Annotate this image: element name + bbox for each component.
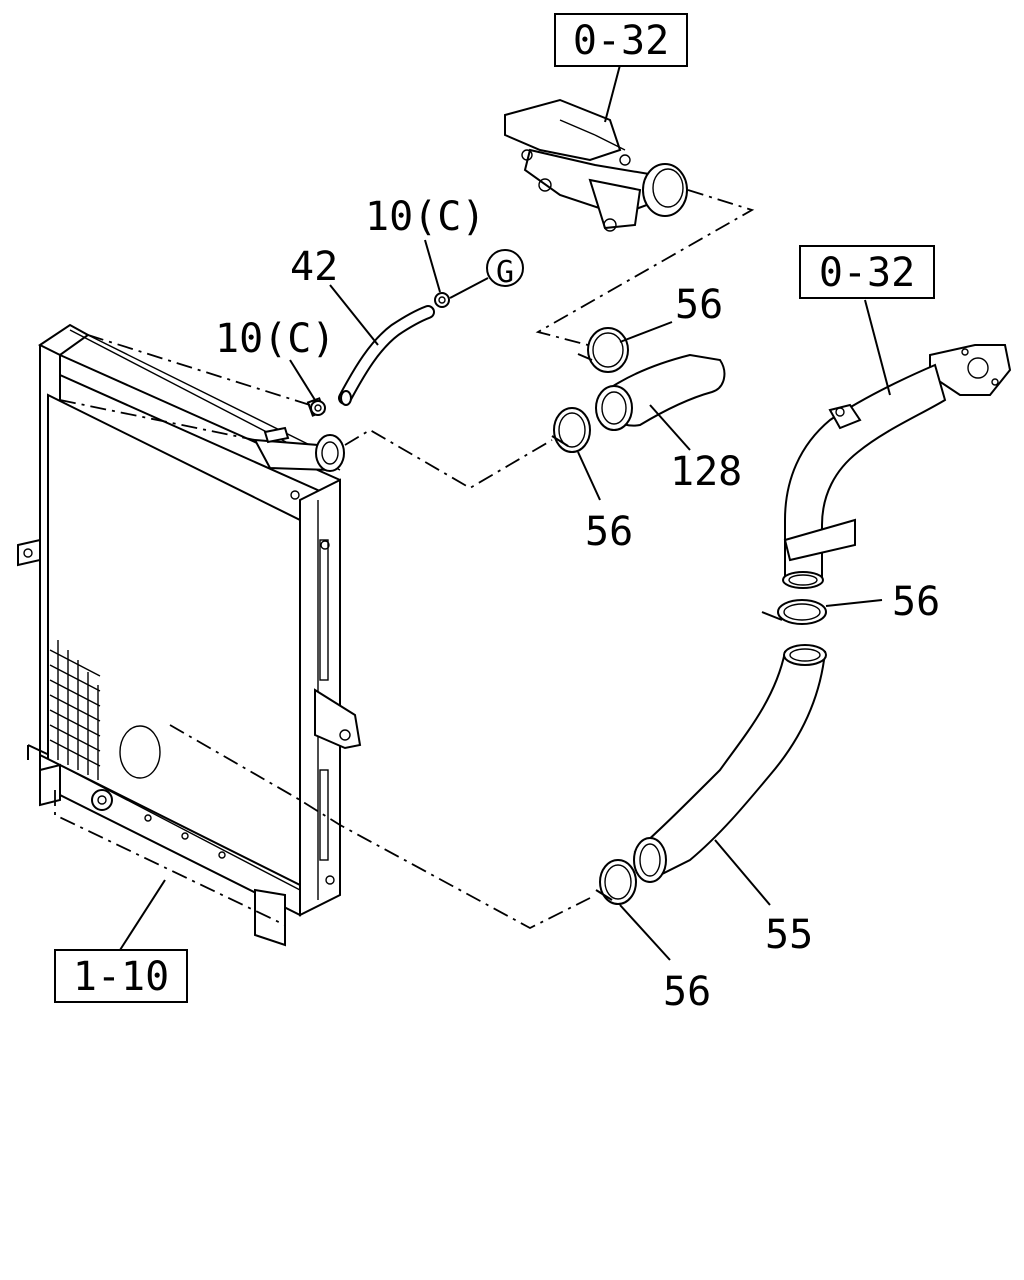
label-56-b: 56 bbox=[585, 509, 633, 555]
hose-128 bbox=[595, 353, 726, 431]
label-g: G bbox=[496, 255, 514, 290]
clamp-10c-upper bbox=[434, 292, 450, 308]
reference-circle-g: G bbox=[486, 249, 524, 290]
label-56-a: 56 bbox=[675, 282, 723, 328]
reference-label-0-32-right: 0-32 bbox=[819, 250, 915, 296]
clamp-56-upper bbox=[577, 327, 629, 373]
clamp-56-right bbox=[761, 599, 827, 625]
ref-line-1-10-box bbox=[54, 790, 286, 926]
leader-56-b bbox=[577, 451, 601, 501]
water-pipe-right bbox=[782, 344, 1012, 589]
leader-g bbox=[449, 277, 489, 299]
label-128: 128 bbox=[670, 449, 742, 495]
hose-55 bbox=[633, 644, 827, 883]
clamp-10c-lower bbox=[310, 400, 326, 416]
ref-line-upper-hose bbox=[59, 399, 256, 441]
leader-56-d bbox=[619, 904, 671, 961]
radiator-assembly bbox=[17, 323, 362, 947]
label-56-d: 56 bbox=[663, 969, 711, 1015]
core-mesh-pattern bbox=[49, 640, 101, 780]
reference-label-0-32-top: 0-32 bbox=[573, 18, 669, 64]
leader-128 bbox=[649, 404, 691, 451]
ref-line-housing bbox=[535, 189, 755, 346]
reference-box-0-32-right: 0-32 bbox=[799, 245, 935, 299]
leader-1-10 bbox=[119, 879, 166, 951]
label-10c-lower: 10(C) bbox=[215, 316, 335, 362]
leader-56-c bbox=[825, 599, 883, 607]
leader-42 bbox=[329, 284, 379, 346]
reference-box-1-10: 1-10 bbox=[54, 949, 188, 1003]
hose-42 bbox=[338, 305, 435, 406]
thermostat-housing bbox=[504, 98, 688, 232]
reference-box-0-32-top: 0-32 bbox=[554, 13, 688, 67]
clamp-56-middle bbox=[551, 407, 591, 453]
label-10c-upper: 10(C) bbox=[365, 194, 485, 240]
leader-56-a bbox=[619, 321, 673, 343]
label-55: 55 bbox=[765, 912, 813, 958]
leader-0-32-right bbox=[864, 299, 891, 396]
leader-10c-upper bbox=[424, 239, 441, 293]
ref-line-outlet bbox=[344, 428, 553, 490]
clamp-56-bottom bbox=[595, 859, 637, 905]
leader-55 bbox=[714, 839, 771, 906]
leader-10c-lower bbox=[289, 359, 316, 401]
ref-line-vent bbox=[87, 334, 311, 406]
label-42: 42 bbox=[290, 244, 338, 290]
leader-0-32-top bbox=[604, 64, 621, 123]
reference-label-1-10: 1-10 bbox=[73, 954, 169, 1000]
ref-line-lower-hose bbox=[169, 724, 591, 930]
label-56-c: 56 bbox=[892, 579, 940, 625]
